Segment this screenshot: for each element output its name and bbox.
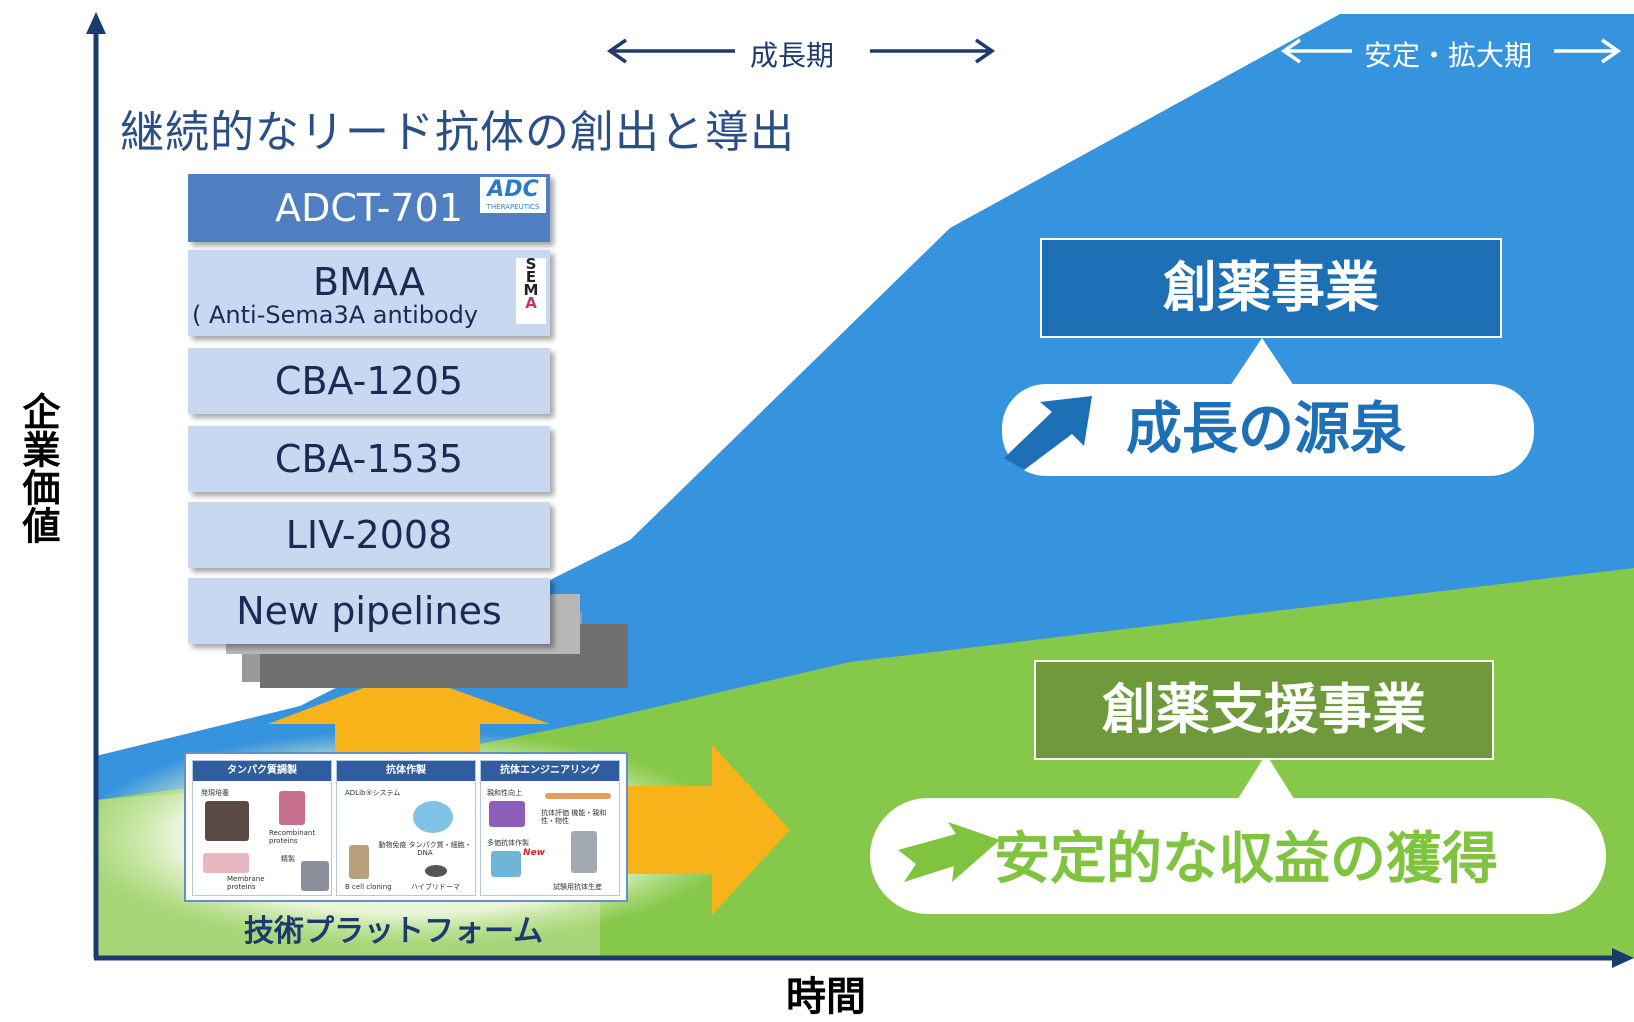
platform-item: 発現培養: [201, 789, 229, 797]
y-axis-label: 企業価値: [16, 392, 60, 544]
right-arrow: [628, 745, 790, 915]
platform-column-header: 抗体作製: [337, 761, 475, 781]
technology-platform-panel: タンパク質調製 発現培養 Recombinant proteins 精製 Mem…: [184, 752, 628, 902]
pipeline-card-new-pipelines: New pipelines: [188, 578, 550, 644]
platform-item: 多価抗体作製: [487, 839, 529, 847]
x-axis-label: 時間: [786, 974, 866, 1020]
platform-column-engineering: 抗体エンジニアリング 親和性向上 抗体評価 機能・親和性・物性 多価抗体作製 N…: [480, 760, 620, 896]
y-axis-arrowhead: [86, 12, 106, 34]
platform-item: 試験用抗体生産: [553, 883, 602, 891]
pipeline-name: LIV-2008: [285, 513, 453, 557]
technology-platform-label: 技術プラットフォーム: [244, 914, 544, 949]
mouse-image: [425, 865, 447, 877]
platform-item: 動物免疫 タンパク質・細胞・DNA: [378, 841, 472, 857]
platform-column-protein: タンパク質調製 発現培養 Recombinant proteins 精製 Mem…: [192, 760, 332, 896]
steady-arrow-icon: [898, 822, 1000, 882]
platform-item: ハイブリドーマ: [411, 883, 460, 891]
production-equipment-image: [571, 831, 597, 873]
platform-column-header: タンパク質調製: [193, 761, 331, 781]
support-business-box: 創薬支援事業: [1034, 660, 1494, 760]
x-axis-arrowhead: [1612, 948, 1634, 968]
platform-item: Recombinant proteins: [269, 829, 316, 845]
phase-stable-label: 安定・拡大期: [1364, 39, 1533, 72]
platform-item: ADLib®システム: [345, 789, 401, 797]
support-caption-bubble: [870, 798, 1606, 914]
incubator-image: [205, 801, 249, 841]
support-caption: 安定的な収益の獲得: [994, 827, 1498, 892]
pipeline-name: ADCT-701: [275, 186, 463, 230]
drug-discovery-box: 創薬事業: [1040, 238, 1502, 338]
membrane-image: [203, 853, 249, 873]
pipeline-sub: ( Anti-Sema3A antibody: [192, 301, 479, 329]
pipeline-card-cba-1205: CBA-1205: [188, 348, 550, 414]
pipeline-name: CBA-1535: [274, 437, 464, 481]
platform-item: 精製: [281, 855, 295, 863]
platform-item: 抗体評価 機能・親和性・物性: [541, 809, 607, 825]
pipeline-name: BMAA: [313, 260, 425, 304]
sequence-bar-image: [545, 793, 611, 799]
platform-item: 親和性向上: [487, 789, 522, 797]
drug-discovery-caption: 成長の源泉: [1126, 397, 1406, 462]
phase-growth-label: 成長期: [750, 39, 835, 72]
adlib-cell-image: [413, 801, 453, 833]
platform-item: B cell cloning: [345, 883, 392, 891]
platform-column-antibody: 抗体作製 ADLib®システム 動物免疫 タンパク質・細胞・DNA B cell…: [336, 760, 476, 896]
pipeline-card-liv-2008: LIV-2008: [188, 502, 550, 568]
platform-column-header: 抗体エンジニアリング: [481, 761, 619, 781]
platform-item: Membrane proteins: [227, 875, 265, 891]
pipeline-name: New pipelines: [236, 589, 502, 633]
new-badge: New: [523, 848, 545, 858]
pipeline-title: 継続的なリード抗体の創出と導出: [120, 107, 795, 158]
chicken-image: [349, 845, 369, 879]
purification-equipment-image: [301, 861, 329, 891]
pipeline-name: CBA-1205: [274, 359, 464, 403]
up-arrow: [268, 672, 550, 752]
protein-structure-image: [279, 791, 305, 825]
affinity-image: [489, 801, 525, 827]
pipeline-card-cba-1535: CBA-1535: [188, 426, 550, 492]
growth-arrow-icon: [1004, 396, 1092, 470]
multispecific-image: [491, 851, 521, 877]
